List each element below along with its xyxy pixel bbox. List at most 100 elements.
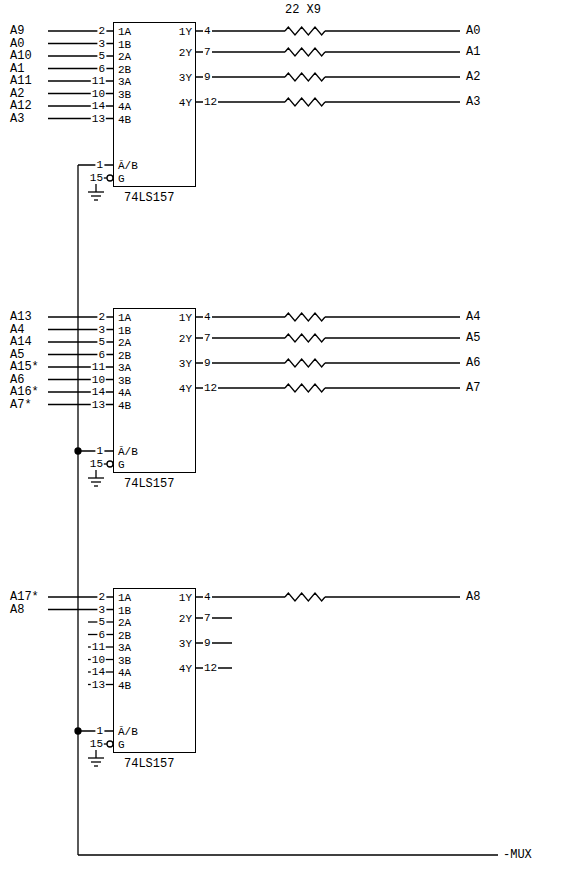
part-number: 74LS157 (124, 478, 174, 490)
pin-name: 2Y (179, 613, 192, 625)
pin-number: 12 (203, 382, 218, 394)
pin-number: 3 (97, 38, 106, 50)
pin-number: 5 (97, 50, 106, 62)
pin-name: Ā/B (118, 726, 138, 738)
pin-number: 10 (91, 374, 106, 386)
mux-bus (77, 165, 78, 855)
pin-name: 2Y (179, 47, 192, 59)
pin-name: 2B (118, 350, 131, 362)
signal-name: A4 (10, 324, 24, 336)
output-wire (325, 51, 460, 52)
pin-number: 7 (203, 612, 212, 624)
signal-name: A6 (10, 374, 24, 386)
pin-name: 3Y (179, 72, 192, 84)
pin-name: 2A (118, 337, 131, 349)
resistor-symbol (285, 384, 325, 392)
signal-name: A8 (10, 604, 24, 616)
resistor-symbol (285, 313, 325, 321)
pin-number: 9 (203, 357, 212, 369)
ground-symbol (91, 761, 101, 762)
ic-chip: 1A1B2A2B3A3B4A4B1Y2Y3Y4YĀ/BG74LS157 (113, 22, 196, 187)
signal-name: A13 (10, 311, 32, 323)
signal-name: A3 (466, 96, 480, 108)
pin-name: 1A (118, 26, 131, 38)
pin-number: 2 (97, 311, 106, 323)
signal-name: 22 X9 (285, 4, 321, 16)
part-number: 74LS157 (124, 758, 174, 770)
pin-number: 1 (95, 725, 104, 737)
pin-name: 3B (118, 375, 131, 387)
pin-name: 1A (118, 312, 131, 324)
signal-name: A17* (10, 591, 39, 603)
pin-number: 11 (91, 641, 106, 653)
pin-name: 4A (118, 667, 131, 679)
output-wire (325, 316, 460, 317)
signal-name: A1 (10, 63, 24, 75)
pin-number: 13 (91, 679, 106, 691)
pin-name: 4Y (179, 663, 192, 675)
pin-number: 7 (203, 46, 212, 58)
signal-name: A4 (466, 311, 480, 323)
pin-number: 10 (91, 88, 106, 100)
pin-name: 1A (118, 592, 131, 604)
signal-name: A7 (466, 382, 480, 394)
pin-number: 7 (203, 332, 212, 344)
pin-number: 6 (97, 63, 106, 75)
signal-name: A14 (10, 336, 32, 348)
pin-name: 4Y (179, 97, 192, 109)
pin-number: 4 (203, 311, 212, 323)
resistor-symbol (285, 593, 325, 601)
pin-name: 2B (118, 630, 131, 642)
pin-number: 2 (97, 25, 106, 37)
signal-name: A9 (10, 25, 24, 37)
resistor-symbol (285, 98, 325, 106)
ground-symbol (94, 199, 98, 200)
output-wire (325, 387, 460, 388)
pin-name: 2B (118, 64, 131, 76)
pin-number: 14 (91, 666, 106, 678)
resistor-symbol (285, 48, 325, 56)
resistor-symbol (285, 359, 325, 367)
pin-name: 4B (118, 680, 131, 692)
pin-name: 1Y (179, 312, 192, 324)
pin-name: 2A (118, 617, 131, 629)
signal-name: A2 (10, 88, 24, 100)
pin-name: 3B (118, 89, 131, 101)
signal-name: A15* (10, 361, 39, 373)
pin-number: 11 (91, 75, 106, 87)
ic-chip: 1A1B2A2B3A3B4A4B1Y2Y3Y4YĀ/BG74LS157 (113, 308, 196, 473)
pin-number: 2 (97, 591, 106, 603)
pin-name: 3Y (179, 638, 192, 650)
pin-number: 3 (97, 324, 106, 336)
resistor-symbol (285, 27, 325, 35)
pin-name: G (118, 739, 125, 751)
output-wire (325, 337, 460, 338)
output-stub (196, 642, 232, 643)
pin-number: 15 (89, 738, 104, 750)
pin-name: 1B (118, 605, 131, 617)
signal-name: A10 (10, 50, 32, 62)
pin-number: 12 (203, 96, 218, 108)
pin-name: 4Y (179, 383, 192, 395)
signal-name: A11 (10, 75, 32, 87)
pin-name: G (118, 173, 125, 185)
signal-name: A2 (466, 71, 480, 83)
ground-symbol (94, 765, 98, 766)
resistor-symbol (285, 73, 325, 81)
part-number: 74LS157 (124, 192, 174, 204)
pin-name: Ā/B (118, 446, 138, 458)
output-wire (325, 596, 460, 597)
pin-name: 2Y (179, 333, 192, 345)
output-wire (325, 362, 460, 363)
pin-name: 4A (118, 387, 131, 399)
pin-number: 3 (97, 604, 106, 616)
pin-name: 1Y (179, 592, 192, 604)
pin-number: 4 (203, 591, 212, 603)
signal-name: A12 (10, 100, 32, 112)
pin-name: 3A (118, 362, 131, 374)
signal-name: A5 (10, 349, 24, 361)
pin-name: 3A (118, 642, 131, 654)
pin-name: Ā/B (118, 160, 138, 172)
signal-name: A0 (466, 25, 480, 37)
